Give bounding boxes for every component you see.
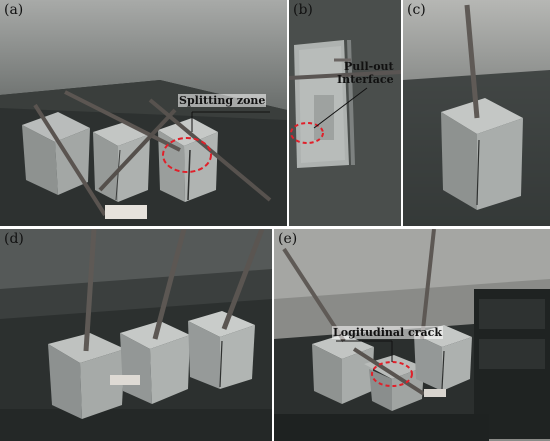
panel-label: (e) xyxy=(278,231,298,247)
concrete-cube xyxy=(364,355,424,379)
panel-a: (a) Splitting zone xyxy=(0,0,287,226)
rebar xyxy=(64,90,181,152)
panel-d: (d) xyxy=(0,229,272,441)
annotation-leader xyxy=(313,87,368,129)
rebar xyxy=(33,103,107,217)
rebar xyxy=(352,347,426,396)
rebar xyxy=(282,247,346,343)
pull-out-interface-label: Pull-out Interface xyxy=(337,60,394,86)
splitting-zone-label: Splitting zone xyxy=(178,94,267,107)
rebar xyxy=(420,229,436,340)
panel-label: (a) xyxy=(4,2,24,18)
longitudinal-crack-marker xyxy=(371,361,413,387)
concrete-cube xyxy=(441,98,523,134)
rebar xyxy=(289,70,401,80)
interface-marker xyxy=(290,122,324,144)
rebar xyxy=(98,108,177,192)
panel-b: (b) Pull-out Interface xyxy=(289,0,401,226)
panel-label: (d) xyxy=(4,231,24,247)
panel-c: (c) xyxy=(403,0,550,226)
panel-d-photo xyxy=(0,229,272,441)
rebar xyxy=(221,229,265,330)
concrete-cube xyxy=(188,311,255,337)
rebar xyxy=(83,229,97,352)
panel-e: (e) Logitudinal crack xyxy=(274,229,550,441)
panel-c-photo xyxy=(403,0,550,226)
rebar xyxy=(152,229,187,340)
panel-label: (b) xyxy=(293,2,313,18)
concrete-cube xyxy=(22,112,90,142)
panel-label: (c) xyxy=(407,2,426,18)
panel-b-photo xyxy=(289,0,401,226)
panel-a-photo xyxy=(0,0,287,226)
rebar xyxy=(464,4,480,119)
longitudinal-crack-label: Logitudinal crack xyxy=(332,326,443,339)
splitting-zone-marker xyxy=(162,137,212,173)
